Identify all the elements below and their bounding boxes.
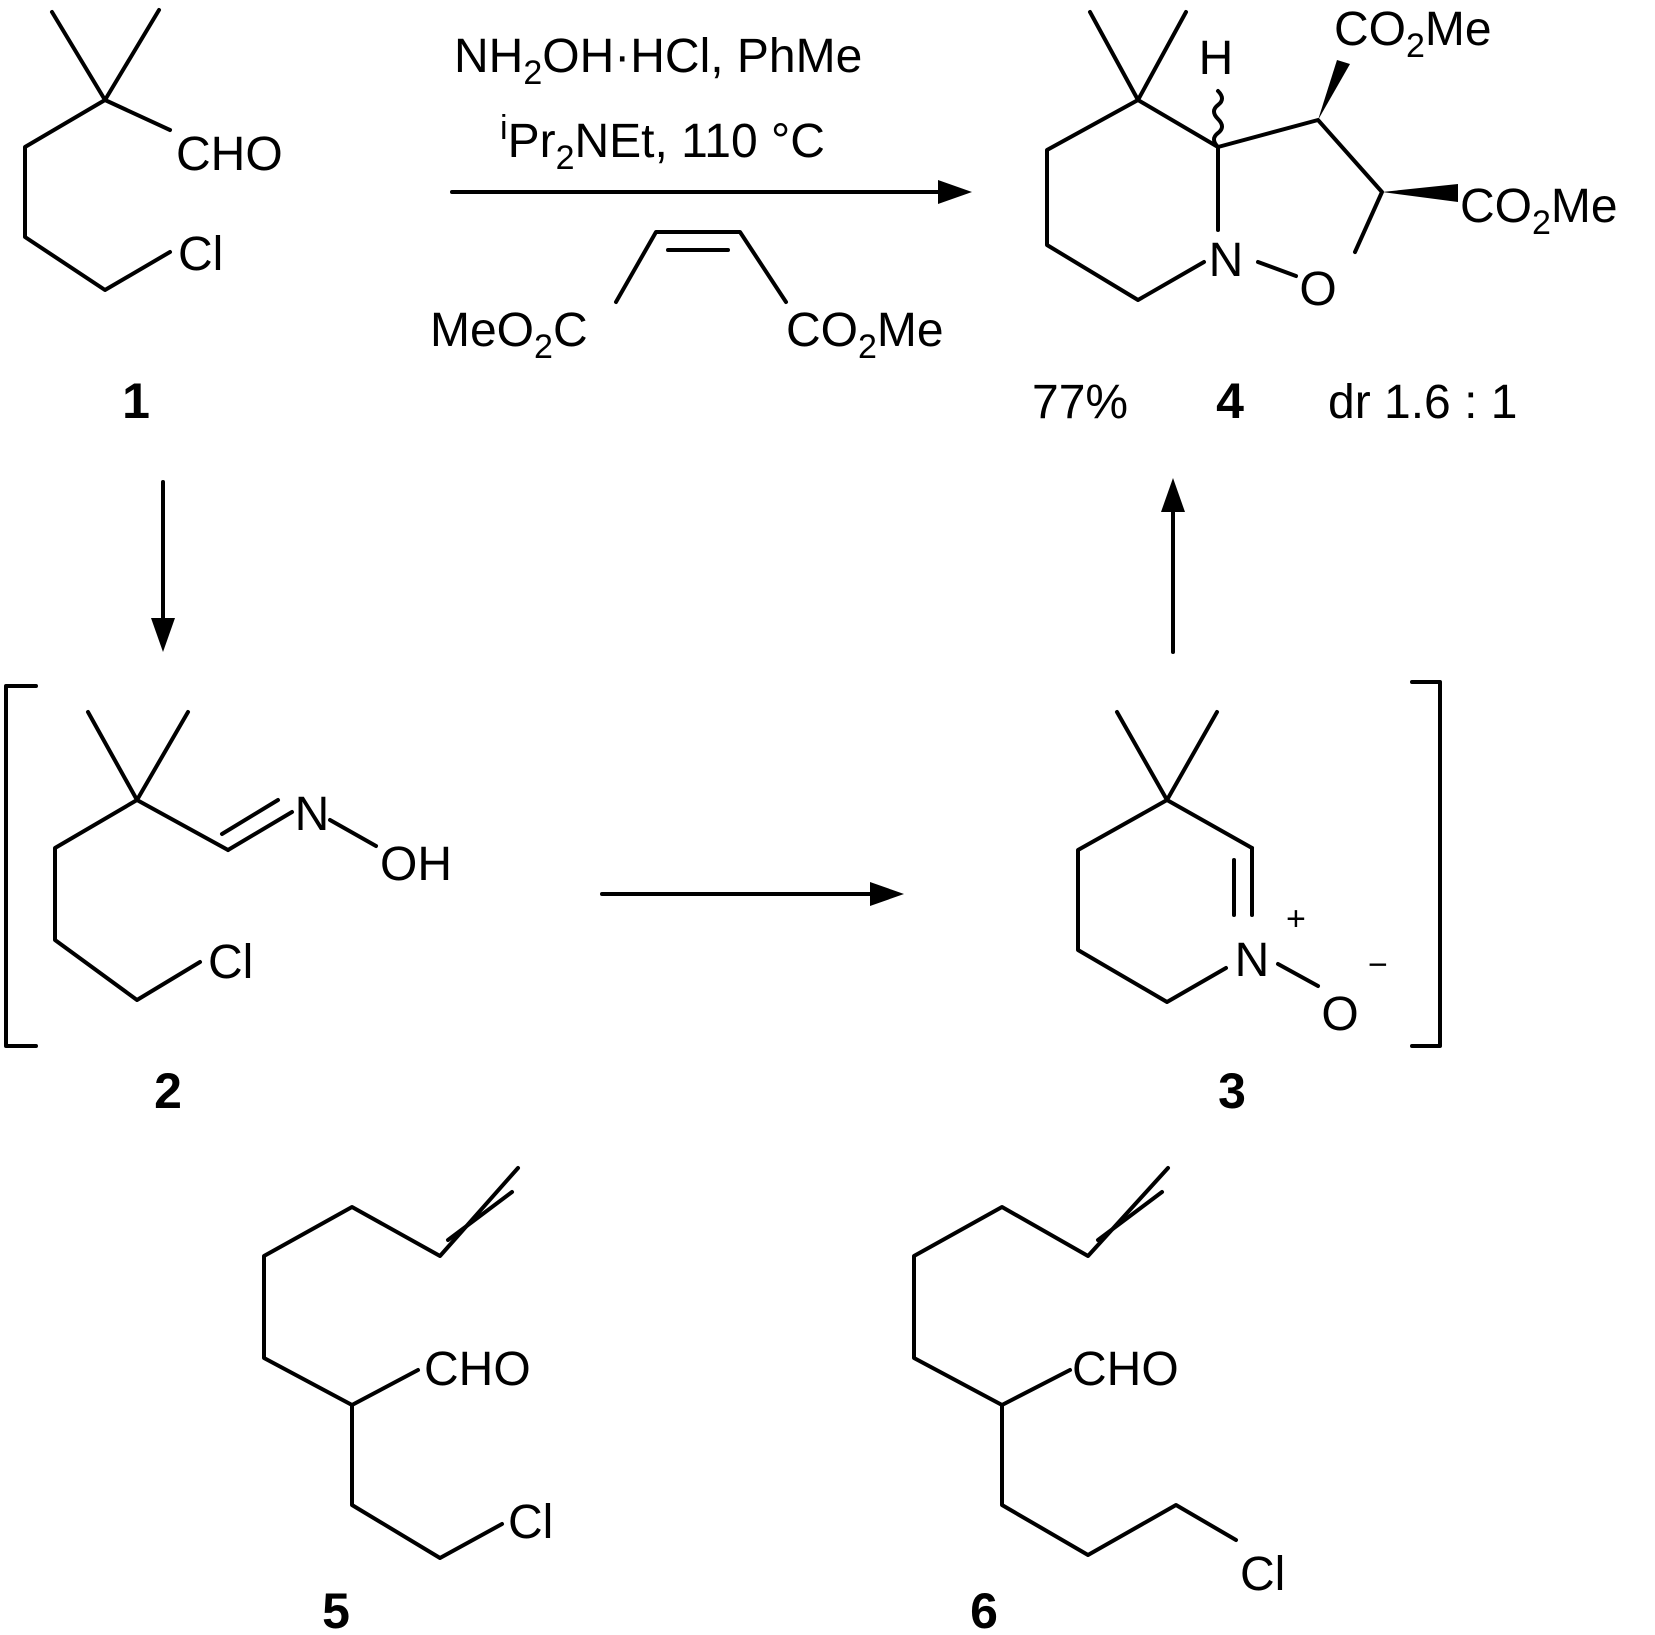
compound-3-gem-dimethyl [1115,710,1219,802]
compound-4-wavy-bond [1212,89,1224,149]
compound-4-n: N [1209,234,1244,287]
compound-4-piperidine [1045,98,1220,302]
arrow-1-to-2 [151,480,175,652]
maleate-right-ester: CO2Me [786,304,944,366]
compound-2-n: N [295,788,330,841]
bracket-right [1410,680,1442,1048]
compound-3-n-o-bond [1276,962,1320,988]
compound-4-ester-top: CO2Me [1334,3,1492,65]
compound-5: CHO Cl 5 [262,1166,553,1635]
compound-3-plus: + [1286,900,1306,938]
compound-1-cho: CHO [176,128,283,181]
maleate-skeleton [614,230,788,304]
bracket-left [4,684,38,1048]
compound-2-gem-dimethyl [86,710,190,802]
compound-4-isoxazolidine [1216,118,1384,254]
compound-3-o: O [1321,988,1358,1041]
compound-1-number: 1 [122,373,150,429]
reaction-conditions: NH2OH·HCl, PhMe iPr2NEt, 110 °C MeO2C CO… [430,30,972,366]
arrow-3-to-4 [1161,478,1185,654]
top-arrow-head [938,180,972,204]
compound-4-h: H [1199,32,1234,85]
compound-6-number: 6 [970,1583,998,1635]
arrow-2-to-3 [600,882,904,906]
compound-2-c-n-double [220,798,280,836]
compound-2-oh: OH [380,838,452,891]
compound-2-cl: Cl [208,936,253,989]
arrow-right-head [870,882,904,906]
compound-5-cl: Cl [508,1496,553,1549]
compound-5-alkene-double [446,1190,514,1242]
compound-4-yield: 77% [1032,376,1128,429]
compound-1: CHO Cl 1 [23,8,283,429]
compound-4-wedge-right [1382,184,1458,202]
compound-3-number: 3 [1218,1063,1246,1119]
compound-5-cho: CHO [424,1343,531,1396]
compound-4-dr: dr 1.6 : 1 [1328,376,1517,429]
compound-4-number: 4 [1216,373,1244,429]
compound-5-side-chain [350,1403,504,1560]
compound-1-chain [50,8,161,102]
compound-4-n-o-bond [1256,260,1298,278]
compound-1-cl: Cl [178,228,223,281]
reagent-line-2: iPr2NEt, 110 °C [500,109,825,177]
compound-6-cho: CHO [1072,1343,1179,1396]
compound-3-n: N [1235,934,1270,987]
reagent-line-1: NH2OH·HCl, PhMe [454,30,862,92]
compound-2-c-n-bond [226,810,294,852]
compound-2-number: 2 [154,1063,182,1119]
compound-2: N OH Cl 2 [53,710,452,1119]
compound-4-gem-dimethyl [1088,10,1188,102]
compound-4-o: O [1299,263,1336,316]
compound-6-cl: Cl [1240,1548,1285,1601]
compound-3: N + O − 3 [1076,710,1388,1119]
compound-3-ring [1076,798,1254,1004]
compound-4-wedge-top [1318,60,1350,120]
compound-5-number: 5 [322,1583,350,1635]
compound-1-backbone [23,98,172,292]
arrow-down-head [151,618,175,652]
compound-6-side-chain [1000,1403,1238,1557]
arrow-up-head [1161,478,1185,512]
compound-4: H N O CO2Me CO2Me 77% 4 dr 1.6 : 1 [1032,3,1618,429]
compound-3-minus: − [1368,946,1388,984]
compound-6-alkene-double [1096,1190,1164,1242]
compound-4-ester-right: CO2Me [1460,180,1618,242]
maleate-left-ester: MeO2C [430,304,588,366]
compound-6: CHO Cl 6 [912,1166,1285,1635]
compound-2-backbone [53,798,230,1002]
compound-2-n-o-bond [328,818,378,848]
